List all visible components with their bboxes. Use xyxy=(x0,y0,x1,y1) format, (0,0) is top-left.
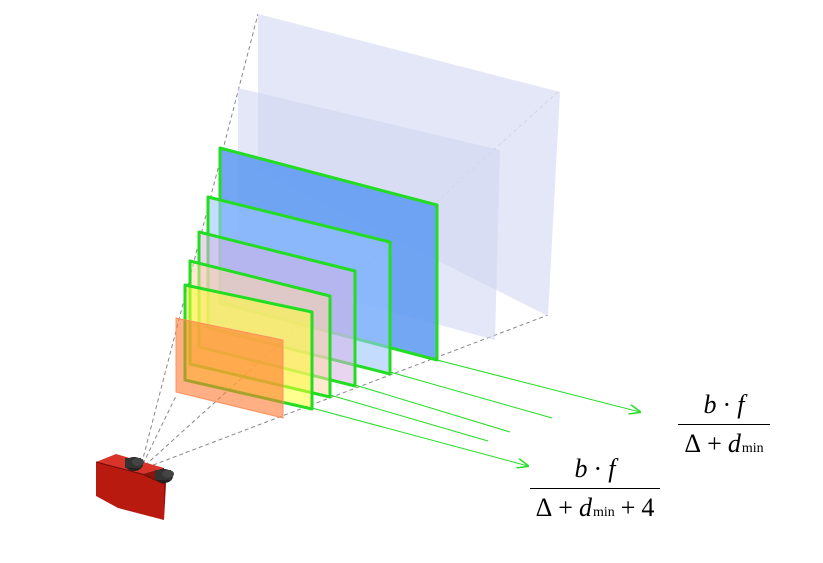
formula-near-offset: 4 xyxy=(641,493,655,522)
formula-near-b: b xyxy=(574,454,588,483)
formula-near-f: f xyxy=(608,454,616,483)
formula-far-numerator: b · f xyxy=(678,392,770,418)
formula-far-dot: · xyxy=(722,390,732,419)
formula-near-numerator: b · f xyxy=(530,456,660,482)
formula-near-plus: + xyxy=(558,493,573,522)
formula-far-delta: Δ xyxy=(684,429,702,458)
formula-near-dot: · xyxy=(593,454,603,483)
arrow-near xyxy=(311,407,528,466)
formula-far-d: d xyxy=(727,429,741,458)
formula-near-d: d xyxy=(578,493,592,522)
formula-near-plus2: + xyxy=(620,493,636,522)
formula-far-bar xyxy=(678,424,770,425)
stereo-camera xyxy=(95,454,174,520)
formula-far-f: f xyxy=(737,390,745,419)
formula-near-delta: Δ xyxy=(535,493,553,522)
disparity-arrows xyxy=(311,359,640,466)
formula-far-plus: + xyxy=(707,429,722,458)
formula-near-bar xyxy=(530,488,660,489)
plane-orange xyxy=(175,317,284,419)
formula-far-b: b xyxy=(703,390,717,419)
arrow-far xyxy=(436,359,640,412)
formula-near-min: min xyxy=(592,505,615,520)
formula-far-min: min xyxy=(741,441,764,456)
